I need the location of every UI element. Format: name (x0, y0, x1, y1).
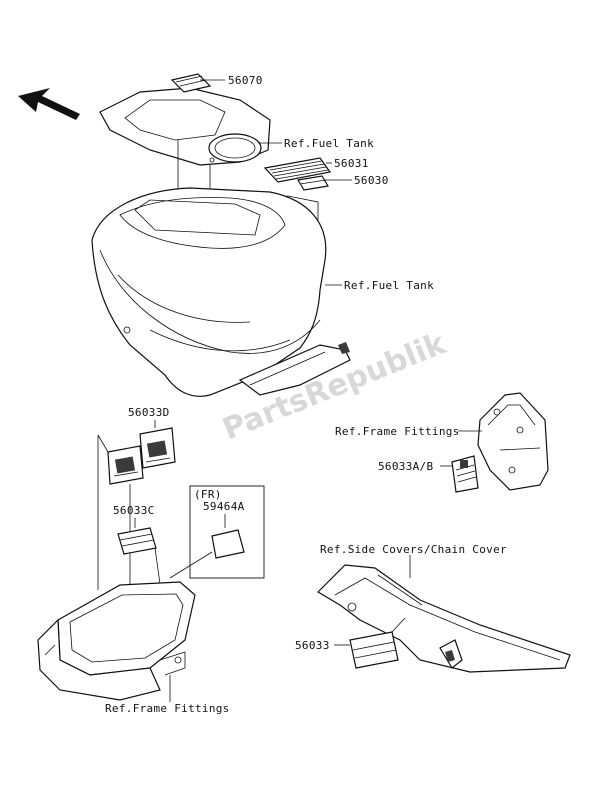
fuel-tank-part (91, 187, 351, 397)
frame-bracket-part (477, 392, 549, 491)
label-56030: 56030 (354, 174, 389, 187)
label-56033AB: 56033A/B (378, 460, 433, 473)
sticker-56033 (349, 631, 399, 669)
label-56033C: 56033C (113, 504, 155, 517)
sticker-56030 (297, 175, 329, 191)
label-56070: 56070 (228, 74, 263, 87)
label-59464A: 59464A (203, 500, 245, 513)
tank-cover-part (99, 87, 271, 166)
fr-callout-box: (FR) 59464A (189, 485, 265, 579)
front-direction-arrow-icon (18, 88, 80, 120)
sticker-56031 (263, 157, 332, 183)
chain-cover-part (317, 564, 571, 673)
label-56033: 56033 (295, 639, 330, 652)
label-ref-fuel-tank-1: Ref.Fuel Tank (284, 137, 374, 150)
label-ref-frame-fittings-2: Ref.Frame Fittings (105, 702, 230, 715)
guide-59464A (169, 551, 213, 579)
sticker-56070 (170, 73, 212, 93)
guide-56033 (391, 617, 406, 633)
under-seat-tray-part (37, 581, 196, 701)
label-56033D: 56033D (128, 406, 170, 419)
sticker-56033AB (451, 455, 479, 493)
label-ref-frame-fittings-1: Ref.Frame Fittings (335, 425, 460, 438)
sticker-56033C (117, 527, 157, 555)
sticker-56033D-left (107, 445, 144, 485)
fr-tag: (FR) (194, 488, 222, 501)
label-ref-fuel-tank-2: Ref.Fuel Tank (344, 279, 434, 292)
sticker-56033D-right (139, 427, 176, 469)
label-56031: 56031 (334, 157, 369, 170)
label-ref-side-covers: Ref.Side Covers/Chain Cover (320, 543, 507, 556)
